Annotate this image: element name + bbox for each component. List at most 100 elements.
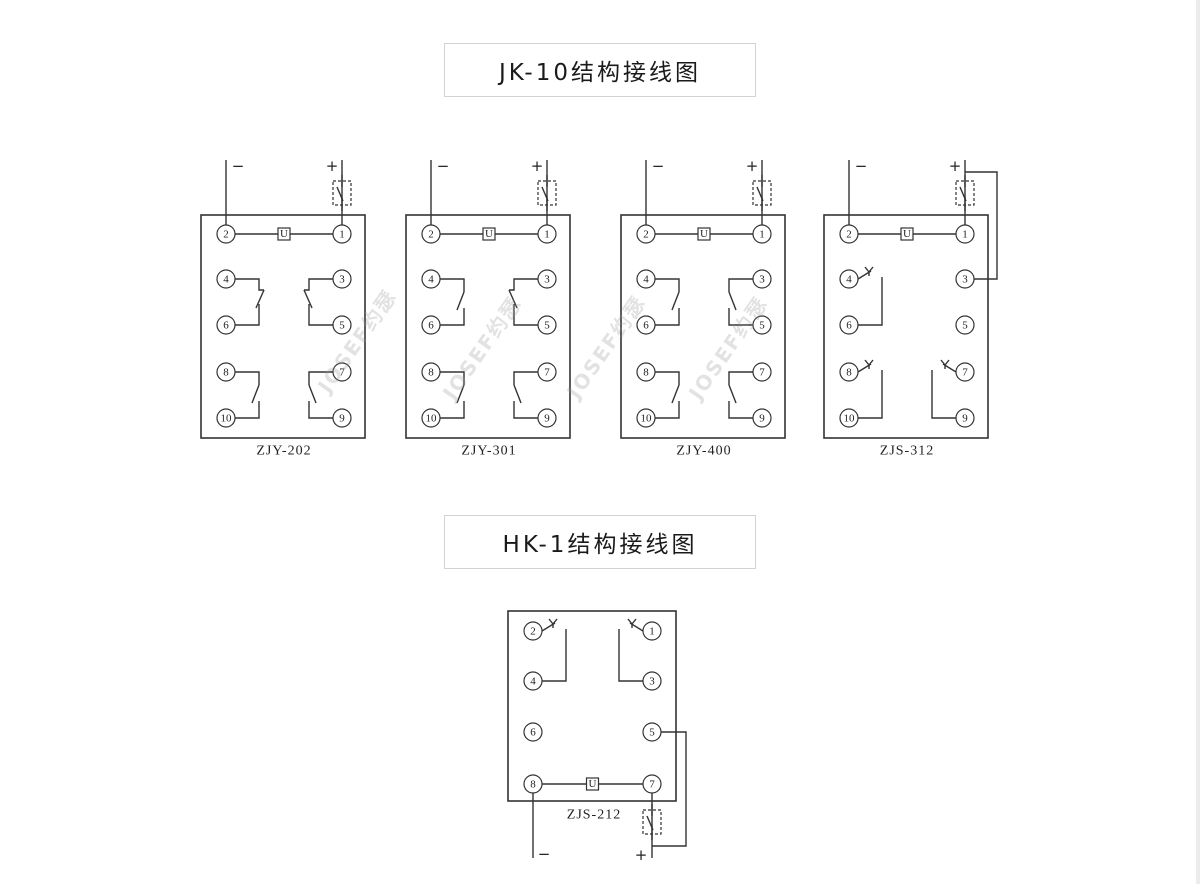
coil-symbol: U <box>585 777 600 791</box>
terminal-circle <box>636 362 656 382</box>
terminal-4: 4 <box>839 269 859 289</box>
terminal-7: 7 <box>955 362 975 382</box>
contact-lower <box>931 370 956 419</box>
terminal-label-5: 5 <box>339 320 345 332</box>
terminal-1: 1 <box>332 224 352 244</box>
terminal-label-2: 2 <box>428 229 434 241</box>
terminal-10: 10 <box>421 408 441 428</box>
terminal-6: 6 <box>636 315 656 335</box>
external-switch <box>955 175 975 211</box>
contact-lower <box>858 370 883 419</box>
terminal-circle <box>636 408 656 428</box>
terminal-circle <box>537 315 557 335</box>
terminal-label-3: 3 <box>649 676 655 688</box>
contact-blade <box>508 289 518 309</box>
coil-label: U <box>485 228 493 240</box>
terminal-circle <box>216 408 236 428</box>
relay-case <box>405 214 571 439</box>
terminal-label-8: 8 <box>530 779 536 791</box>
terminal-10: 10 <box>839 408 859 428</box>
terminal-2: 2 <box>839 224 859 244</box>
contact-blade <box>671 291 680 311</box>
contact-lower <box>440 308 465 326</box>
terminal-circle <box>421 408 441 428</box>
terminal-label-5: 5 <box>759 320 765 332</box>
terminal-circle <box>752 224 772 244</box>
coil-box <box>900 227 914 241</box>
polarity-minus: − <box>652 157 665 175</box>
coil-label: U <box>589 778 597 790</box>
terminal-8: 8 <box>523 774 543 794</box>
terminal-circle <box>955 362 975 382</box>
contact-blade <box>456 291 465 311</box>
contact-upper <box>655 371 680 385</box>
terminal-2: 2 <box>216 224 236 244</box>
model-label: ZJS-312 <box>880 444 934 459</box>
polarity-plus: + <box>635 846 648 864</box>
terminal-circle <box>421 362 441 382</box>
coil-symbol: U <box>697 227 711 241</box>
terminal-label-10: 10 <box>844 413 856 425</box>
model-label: ZJY-202 <box>256 444 311 459</box>
coil-label: U <box>280 228 288 240</box>
contact-upper <box>440 278 465 292</box>
td-fork-a <box>864 359 870 366</box>
terminal-7: 7 <box>642 774 662 794</box>
contact-lower <box>513 401 538 419</box>
terminal-circle <box>523 774 543 794</box>
terminal-7: 7 <box>332 362 352 382</box>
feedback-wire <box>652 731 687 847</box>
polarity-plus: + <box>746 157 759 175</box>
terminal-8: 8 <box>421 362 441 382</box>
model-label: ZJY-400 <box>676 444 731 459</box>
contact-lower <box>655 401 680 419</box>
terminal-6: 6 <box>421 315 441 335</box>
coil-box <box>585 777 600 791</box>
contact-blade <box>303 289 313 309</box>
contact-blade <box>671 384 680 404</box>
terminal-3: 3 <box>752 269 772 289</box>
terminal-3: 3 <box>642 671 662 691</box>
terminal-4: 4 <box>216 269 236 289</box>
contact-lower <box>858 277 883 326</box>
terminal-5: 5 <box>332 315 352 335</box>
coil-box <box>482 227 496 241</box>
polarity-plus: + <box>531 157 544 175</box>
terminal-label-3: 3 <box>962 274 968 286</box>
page-edge-strip <box>1196 0 1200 884</box>
terminal-label-1: 1 <box>544 229 550 241</box>
section-title-jk10: JK-10结构接线图 <box>444 43 756 97</box>
terminal-circle <box>636 269 656 289</box>
relay-case <box>200 214 366 439</box>
relay-case <box>620 214 786 439</box>
terminal-circle <box>216 315 236 335</box>
td-fork-a <box>631 618 637 625</box>
terminal-label-7: 7 <box>759 367 765 379</box>
td-fork-b <box>868 359 874 366</box>
contact-blade <box>255 289 265 309</box>
coil-symbol: U <box>900 227 914 241</box>
terminal-10: 10 <box>636 408 656 428</box>
polarity-minus: − <box>855 157 868 175</box>
terminal-label-10: 10 <box>641 413 653 425</box>
terminal-7: 7 <box>537 362 557 382</box>
terminal-4: 4 <box>421 269 441 289</box>
td-fork-a <box>548 618 554 625</box>
td-fork-a <box>944 359 950 366</box>
terminal-circle <box>752 269 772 289</box>
section-title-hk1: HK-1结构接线图 <box>444 515 756 569</box>
contact-lower <box>728 308 753 326</box>
td-fork-a <box>864 266 870 273</box>
terminal-circle <box>636 315 656 335</box>
terminal-circle <box>332 408 352 428</box>
terminal-7: 7 <box>752 362 772 382</box>
contact-upper <box>509 278 538 291</box>
terminal-circle <box>642 774 662 794</box>
terminal-4: 4 <box>636 269 656 289</box>
terminal-label-4: 4 <box>428 274 434 286</box>
terminal-label-5: 5 <box>962 320 968 332</box>
terminal-label-2: 2 <box>223 229 229 241</box>
contact-blade <box>251 384 260 404</box>
terminal-circle <box>955 408 975 428</box>
